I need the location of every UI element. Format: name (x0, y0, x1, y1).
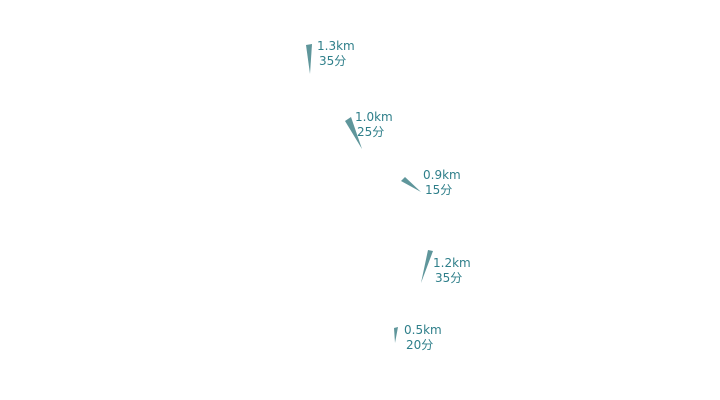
segment-distance: 0.5km (404, 323, 442, 337)
segment-duration: 35分 (319, 54, 347, 68)
segment-distance: 0.9km (423, 168, 461, 182)
segment-duration: 25分 (357, 125, 385, 139)
segment-label-2: 1.0km 25分 (355, 110, 393, 140)
segment-label-3: 0.9km 15分 (423, 168, 461, 198)
segment-duration: 35分 (435, 271, 463, 285)
segment-distance: 1.0km (355, 110, 393, 124)
segment-label-5: 0.5km 20分 (404, 323, 442, 353)
segment-label-1: 1.3km 35分 (317, 39, 355, 69)
segment-duration: 20分 (406, 338, 434, 352)
segment-distance: 1.2km (433, 256, 471, 270)
segment-distance: 1.3km (317, 39, 355, 53)
segment-label-4: 1.2km 35分 (433, 256, 471, 286)
segment-duration: 15分 (425, 183, 453, 197)
